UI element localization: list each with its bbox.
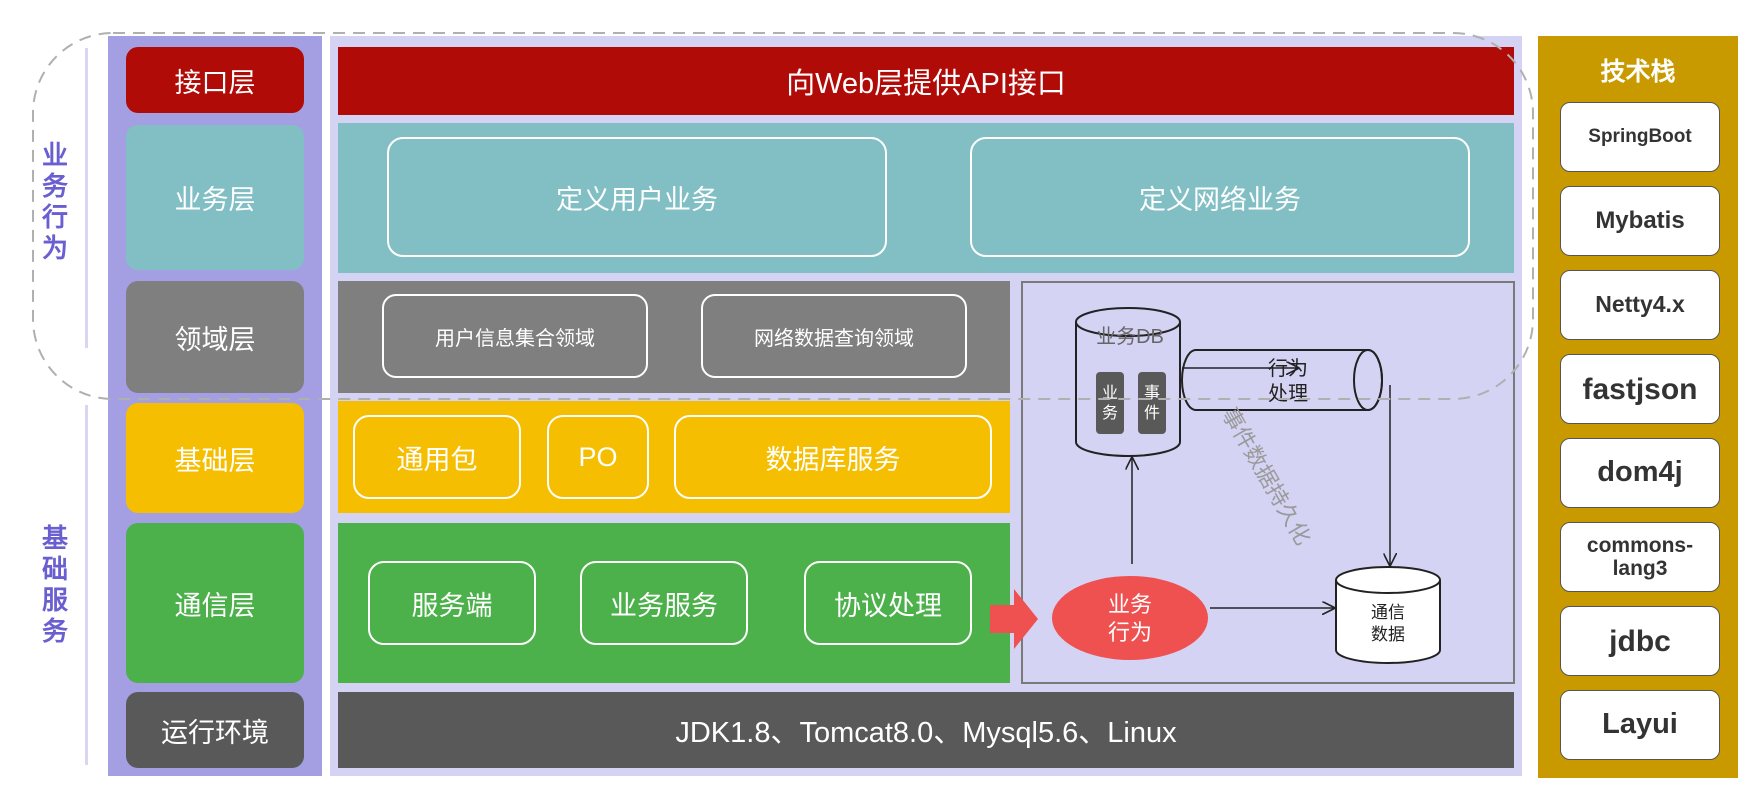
business-db-label: 业务DB xyxy=(1096,325,1164,348)
comm-item-business-service: 业务服务 xyxy=(580,561,748,645)
tech-item-mybatis: Mybatis xyxy=(1560,186,1720,256)
business-behavior-ellipse-label: 业务行为 xyxy=(1108,592,1152,645)
business-item-network: 定义网络业务 xyxy=(970,137,1470,257)
comm-item-server: 服务端 xyxy=(368,561,536,645)
business-band xyxy=(338,123,1514,273)
business-item-user: 定义用户业务 xyxy=(387,137,887,257)
layer-label-6: 运行环境 xyxy=(126,692,304,768)
tech-item-fastjson: fastjson xyxy=(1560,354,1720,424)
runtime-band: JDK1.8、Tomcat8.0、Mysql5.6、Linux xyxy=(338,692,1514,768)
comm-data-label: 通信数据 xyxy=(1371,603,1405,644)
interface-band: 向Web层提供API接口 xyxy=(338,47,1514,115)
behavior-pipe xyxy=(1181,349,1383,411)
tech-item-commons-lang3: commons-lang3 xyxy=(1560,522,1720,592)
base-item-po: PO xyxy=(547,415,649,499)
domain-item-user-info: 用户信息集合领域 xyxy=(382,294,648,378)
comm-item-protocol: 协议处理 xyxy=(804,561,972,645)
db-tag-event-text: 事件 xyxy=(1144,384,1160,422)
layer-label-5: 通信层 xyxy=(126,523,304,683)
comm-band xyxy=(338,523,1010,683)
comm-to-behavior-arrow xyxy=(990,589,1038,649)
layer-label-4: 基础层 xyxy=(126,403,304,513)
base-item-db-service: 数据库服务 xyxy=(674,415,992,499)
domain-item-network-query: 网络数据查询领域 xyxy=(701,294,967,378)
domain-band xyxy=(338,281,1010,393)
basic-services-bracket-line xyxy=(85,405,88,765)
layer-label-2: 业务层 xyxy=(126,125,304,270)
business-behavior-dashed-outline xyxy=(32,32,1534,400)
tech-item-layui: Layui xyxy=(1560,690,1720,760)
db-tag-event xyxy=(1138,372,1166,434)
db-tag-business-text: 业务 xyxy=(1102,384,1118,422)
base-item-common: 通用包 xyxy=(353,415,521,499)
layer-label-1: 接口层 xyxy=(126,47,304,113)
tech-stack-title: 技术栈 xyxy=(1600,58,1676,86)
comm-data-cylinder xyxy=(1335,566,1441,664)
layer-label-3: 领域层 xyxy=(126,281,304,393)
business-behavior-group-label: 业务行为 xyxy=(41,140,68,263)
business-behavior-bracket-line xyxy=(85,48,88,348)
event-flow-panel: 业务DB 业务 事件 行为处理 业务行为 通信数据 事件数据持久化 xyxy=(1021,281,1515,684)
tech-item-springboot: SpringBoot xyxy=(1560,102,1720,172)
basic-services-group-label: 基础服务 xyxy=(41,523,68,646)
db-tag-business xyxy=(1096,372,1124,434)
tech-item-dom4j: dom4j xyxy=(1560,438,1720,508)
business-behavior-ellipse xyxy=(1052,576,1208,660)
tech-item-jdbc: jdbc xyxy=(1560,606,1720,676)
tech-item-netty4-x: Netty4.x xyxy=(1560,270,1720,340)
